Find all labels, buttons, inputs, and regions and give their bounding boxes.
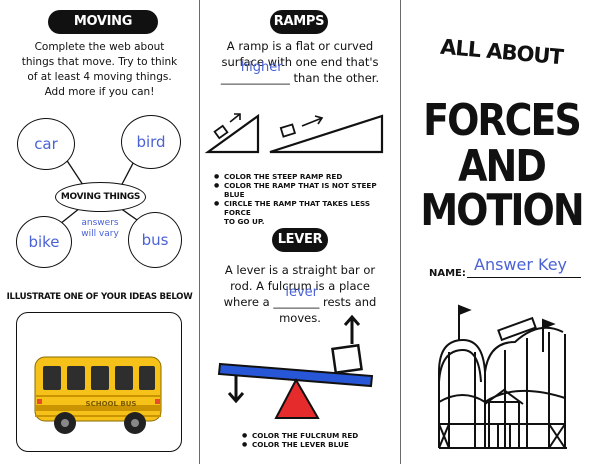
lever-text-line-3: where a ________ lever rests and <box>200 285 400 310</box>
illustration-box[interactable]: SCHOOL BUS <box>16 312 182 452</box>
lever-text-line: A lever is a straight bar or <box>224 263 376 277</box>
lever-definition: A lever is a straight bar or rod. A fulc… <box>200 262 400 326</box>
lever-blank-line: ________ <box>273 295 320 309</box>
panel-ramps-lever: RAMPS A ramp is a flat or curved surface… <box>200 0 400 464</box>
web-bubble-bus[interactable]: bus <box>128 212 182 268</box>
web-bubble-bike[interactable]: bike <box>16 216 72 268</box>
web-answer: bus <box>141 231 169 249</box>
lever-blank[interactable]: ________ lever <box>273 285 320 310</box>
lever-text-start: where a <box>223 295 270 309</box>
lever-answer: lever <box>285 285 318 300</box>
ramp-instruction: COLOR THE STEEP RAMP RED <box>214 172 399 181</box>
bus-label: SCHOOL BUS <box>86 400 137 408</box>
web-bubble-car[interactable]: car <box>17 118 75 170</box>
ramp-text-end: than the other. <box>293 71 380 85</box>
cover-subtitle: ALL ABOUT <box>439 34 564 70</box>
roller-coaster-icon <box>438 304 567 449</box>
web-answer: car <box>34 135 58 153</box>
web-answer: bike <box>28 233 60 251</box>
moving-things-intro: Complete the web about things that move.… <box>0 40 199 100</box>
ramp-answer: higher <box>240 60 283 75</box>
ramp-text-line: A ramp is a flat or curved <box>226 39 374 53</box>
cover-title-line-3: MOTION <box>420 184 584 236</box>
name-answer: Answer Key <box>474 255 568 274</box>
fold-line-left <box>199 0 200 464</box>
intro-line: things that move. Try to think <box>21 56 178 68</box>
ramp-text-line: surface with one end that's <box>221 55 379 69</box>
web-note-line: will vary <box>81 229 119 239</box>
name-label: NAME: <box>429 268 466 279</box>
ramp-blank[interactable]: ____________ higher <box>220 60 290 86</box>
intro-line: Add more if you can! <box>44 86 155 98</box>
lever-diagram <box>217 314 374 419</box>
illustrate-heading: ILLUSTRATE ONE OF YOUR IDEAS BELOW <box>6 292 193 302</box>
web-bubble-bird[interactable]: bird <box>121 115 181 169</box>
web-note-line: answers <box>81 218 119 228</box>
lever-text-mid: rests and <box>323 295 377 309</box>
ramp-definition: A ramp is a flat or curved surface with … <box>200 38 400 86</box>
lever-instructions: COLOR THE FULCRUM RED COLOR THE LEVER BL… <box>242 431 392 449</box>
ramps-header: RAMPS <box>270 10 328 34</box>
ramp-text-line-3: ____________ higher than the other. <box>200 60 400 86</box>
ramp-instruction-cont: TO GO UP. <box>224 217 265 226</box>
ramp-blank-line: ____________ <box>220 71 290 85</box>
name-line[interactable] <box>467 277 581 278</box>
web-note: answers will vary <box>72 218 128 240</box>
panel-cover: ALL ABOUT FORCES AND MOTION NAME: Answer… <box>401 0 602 464</box>
web-center-label: MOVING THINGS <box>60 192 141 202</box>
fold-line-right <box>400 0 401 464</box>
ramp-instruction: COLOR THE RAMP THAT IS NOT STEEP BLUE <box>214 181 399 199</box>
lever-instruction: COLOR THE LEVER BLUE <box>242 440 392 449</box>
web-center: MOVING THINGS <box>55 182 146 212</box>
lever-instruction: COLOR THE FULCRUM RED <box>242 431 392 440</box>
lever-header: LEVER <box>272 228 328 252</box>
lever-text-line: moves. <box>279 311 321 325</box>
school-bus-illustration: SCHOOL BUS <box>34 356 162 434</box>
lever-text-line: rod. A fulcrum is a place <box>230 279 370 293</box>
intro-line: of at least 4 moving things. <box>27 71 172 83</box>
intro-line: Complete the web about <box>34 41 165 53</box>
cover-title-line-2: AND <box>458 140 547 192</box>
ramp-instruction: CIRCLE THE RAMP THAT TAKES LESS FORCE <box>214 199 399 217</box>
cover-title-line-1: FORCES <box>423 94 582 146</box>
web-answer: bird <box>136 133 166 151</box>
moving-things-header: MOVING THINGS <box>48 10 158 53</box>
panel-moving-things: MOVING THINGS Complete the web about thi… <box>0 0 199 464</box>
ramp-instructions: COLOR THE STEEP RAMP RED COLOR THE RAMP … <box>214 172 399 226</box>
ramps-diagram <box>204 113 384 154</box>
